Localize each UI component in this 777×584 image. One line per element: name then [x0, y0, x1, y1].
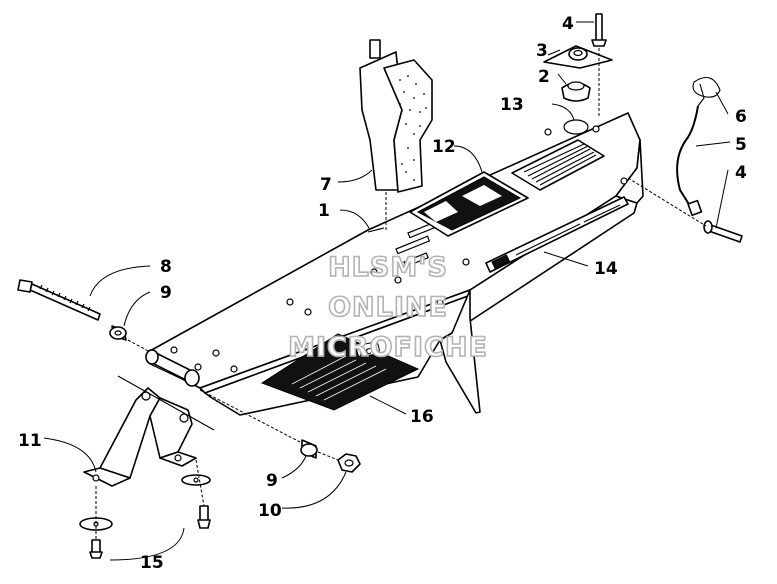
decal-12 [409, 171, 529, 237]
callout-16: 16 [410, 407, 434, 427]
callouts: 4 3 2 13 12 7 1 6 5 4 14 16 8 9 9 10 11 … [18, 14, 747, 573]
mount-plate [543, 45, 613, 69]
hinge-tube [145, 349, 200, 387]
leader-lines [43, 21, 731, 561]
callout-15: 15 [140, 553, 164, 573]
fasteners [79, 459, 211, 559]
bracket [83, 375, 215, 487]
callout-12: 12 [432, 137, 456, 157]
callout-11: 11 [18, 431, 42, 451]
bolt-4-side [627, 177, 743, 243]
callout-1: 1 [318, 201, 330, 221]
callout-13: 13 [500, 95, 524, 115]
callout-10: 10 [258, 501, 282, 521]
callout-3: 3 [536, 41, 548, 61]
callout-9-bottom: 9 [266, 471, 278, 491]
bolt-4-top [591, 13, 607, 118]
decal-logo-text: ACT [359, 345, 379, 358]
callout-4-side: 4 [735, 163, 747, 183]
callout-9-top: 9 [160, 283, 172, 303]
lock-nut [317, 451, 361, 473]
spacer-top [109, 325, 127, 341]
grommet [561, 81, 591, 102]
watermark-line-2: ONLINE [328, 292, 448, 323]
decal-16: ACT [260, 333, 420, 411]
decal-14 [485, 196, 629, 273]
knee-pad [359, 39, 433, 232]
callout-14: 14 [594, 259, 618, 279]
lanyard-assembly [676, 76, 721, 217]
long-bolt [17, 279, 151, 353]
watermark-line-3: MICROFICHE [288, 332, 488, 363]
watermark-line-1: HLSM'S [328, 252, 448, 283]
callout-7: 7 [320, 175, 332, 195]
callout-6: 6 [735, 107, 747, 127]
watermark: HLSM'S ONLINE MICROFICHE [287, 251, 488, 364]
decal-13 [511, 139, 605, 191]
callout-4-top: 4 [562, 14, 574, 34]
callout-5: 5 [735, 135, 747, 155]
spacer-bottom [199, 389, 318, 459]
callout-2: 2 [538, 67, 550, 87]
callout-8: 8 [160, 257, 172, 277]
